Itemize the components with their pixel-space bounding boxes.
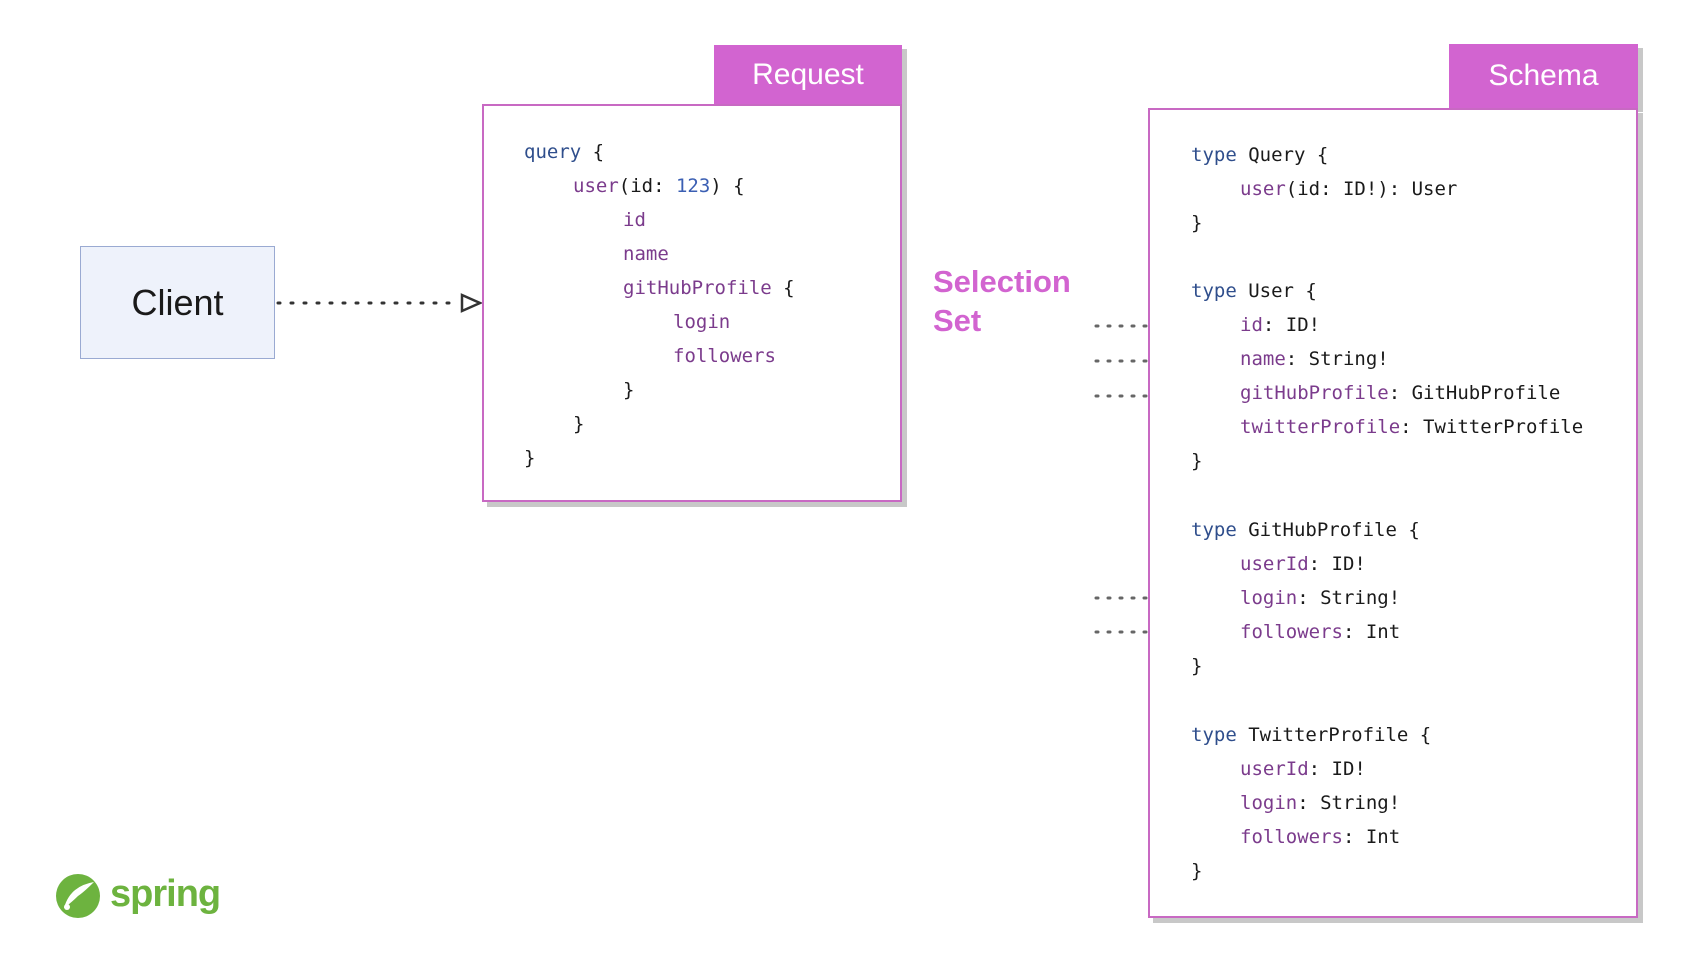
selection-set-line2: Set — [933, 303, 982, 338]
code-text: : String! — [1297, 587, 1401, 609]
schema-line: id: ID! — [1240, 308, 1320, 342]
selection-set-line1: Selection — [933, 264, 1071, 299]
request-line: name — [623, 237, 669, 271]
schema-line: login: String! — [1240, 581, 1400, 615]
code-text: ) { — [710, 175, 745, 197]
schema-line: } — [1191, 444, 1202, 478]
schema-tab-label: Schema — [1488, 59, 1599, 92]
schema-line: gitHubProfile: GitHubProfile — [1240, 376, 1560, 410]
request-line: query { — [524, 135, 604, 169]
client-to-request-arrow — [276, 293, 484, 313]
code-text: (id: ID!): User — [1285, 178, 1458, 200]
code-field: userId — [1240, 758, 1309, 780]
code-text: } — [524, 447, 536, 469]
schema-line: type User { — [1191, 274, 1317, 308]
code-text: : ID! — [1308, 553, 1366, 575]
code-text: } — [1191, 450, 1203, 472]
code-text: } — [623, 379, 635, 401]
code-field: followers — [1240, 621, 1343, 643]
schema-panel: type Query { user(id: ID!): User } type … — [1148, 108, 1638, 918]
code-text: User { — [1236, 280, 1317, 302]
code-text: TwitterProfile { — [1236, 724, 1432, 746]
code-text: : Int — [1342, 621, 1401, 643]
schema-line: userId: ID! — [1240, 547, 1366, 581]
code-text: : Int — [1342, 826, 1401, 848]
request-line: } — [524, 441, 535, 475]
code-text: : TwitterProfile — [1400, 416, 1584, 438]
code-field: name — [1240, 348, 1286, 370]
schema-line: } — [1191, 649, 1202, 683]
code-field: name — [623, 243, 669, 265]
code-field: twitterProfile — [1240, 416, 1401, 438]
schema-line: followers: Int — [1240, 820, 1400, 854]
selection-set-label: Selection Set — [933, 262, 1093, 340]
code-text: : GitHubProfile — [1388, 382, 1561, 404]
code-text: : ID! — [1262, 314, 1321, 336]
code-keyword: type — [1191, 519, 1237, 541]
code-field: user — [573, 175, 619, 197]
code-field: login — [673, 311, 731, 333]
code-keyword: type — [1191, 724, 1237, 746]
request-line: followers — [673, 339, 776, 373]
request-line: } — [573, 407, 584, 441]
code-text: (id: — [618, 175, 676, 197]
code-text: : ID! — [1308, 758, 1366, 780]
request-panel: query { user(id: 123) { id name gitHubPr… — [482, 104, 902, 502]
code-field: user — [1240, 178, 1286, 200]
code-text: } — [573, 413, 585, 435]
request-line: user(id: 123) { — [573, 169, 745, 203]
code-text: GitHubProfile { — [1236, 519, 1420, 541]
spring-leaf-icon — [56, 874, 100, 918]
schema-line: login: String! — [1240, 786, 1400, 820]
code-field: gitHubProfile — [623, 277, 772, 299]
code-text: : String! — [1285, 348, 1389, 370]
code-number: 123 — [675, 175, 711, 197]
code-field: login — [1240, 587, 1298, 609]
schema-line: userId: ID! — [1240, 752, 1366, 786]
schema-line: twitterProfile: TwitterProfile — [1240, 410, 1583, 444]
request-tab: Request — [714, 45, 902, 105]
schema-line: type GitHubProfile { — [1191, 513, 1420, 547]
request-line: id — [623, 203, 646, 237]
code-field: id — [623, 209, 646, 231]
client-label: Client — [131, 281, 224, 323]
code-field: followers — [1240, 826, 1343, 848]
code-text: : String! — [1297, 792, 1401, 814]
schema-line: name: String! — [1240, 342, 1389, 376]
code-text: { — [581, 141, 605, 163]
code-text: Query { — [1236, 144, 1329, 166]
code-text: } — [1191, 212, 1203, 234]
schema-line: followers: Int — [1240, 615, 1400, 649]
schema-line: user(id: ID!): User — [1240, 172, 1457, 206]
schema-line: type Query { — [1191, 138, 1328, 172]
spring-logo: spring — [56, 873, 221, 918]
request-line: login — [673, 305, 730, 339]
code-keyword: type — [1191, 144, 1237, 166]
code-field: id — [1240, 314, 1263, 336]
request-line: } — [623, 373, 634, 407]
code-text: } — [1191, 860, 1203, 882]
code-keyword: query — [524, 141, 582, 163]
schema-tab: Schema — [1449, 44, 1638, 108]
client-box: Client — [80, 246, 275, 359]
schema-line: type TwitterProfile { — [1191, 718, 1431, 752]
schema-line: } — [1191, 854, 1202, 888]
code-field: gitHubProfile — [1240, 382, 1389, 404]
request-line: gitHubProfile { — [623, 271, 795, 305]
code-field: userId — [1240, 553, 1309, 575]
code-field: followers — [673, 345, 776, 367]
code-text: } — [1191, 655, 1203, 677]
spring-wordmark: spring — [110, 873, 220, 915]
request-tab-label: Request — [752, 58, 864, 91]
code-keyword: type — [1191, 280, 1237, 302]
code-text: { — [771, 277, 795, 299]
schema-line: } — [1191, 206, 1202, 240]
code-field: login — [1240, 792, 1298, 814]
